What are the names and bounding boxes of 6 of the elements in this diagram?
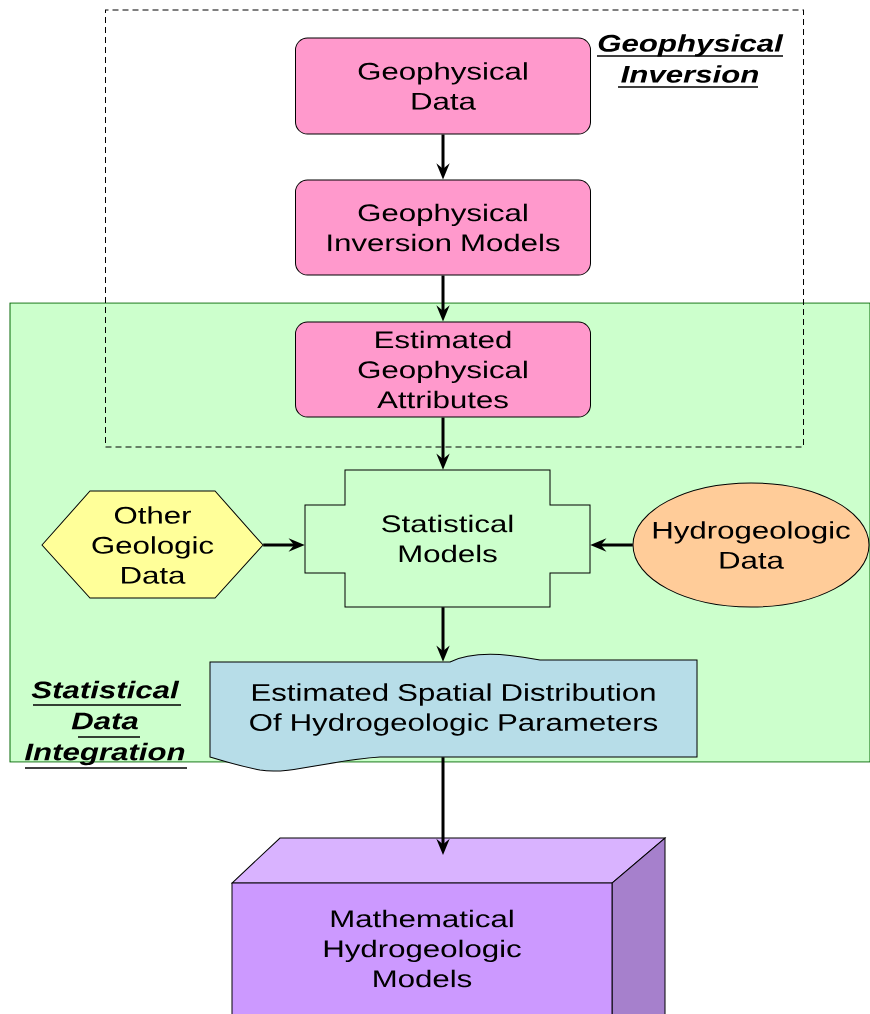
process-box: Geophysical Data	[295, 37, 591, 135]
process-box: Estimated Geophysical Attributes	[295, 321, 591, 418]
region-title: Geophysical Inversion	[596, 34, 784, 88]
region-title: Statistical Data Integration	[24, 680, 188, 769]
process-box: Geophysical Inversion Models	[295, 179, 591, 276]
process-box: Statistical Models	[304, 469, 591, 608]
